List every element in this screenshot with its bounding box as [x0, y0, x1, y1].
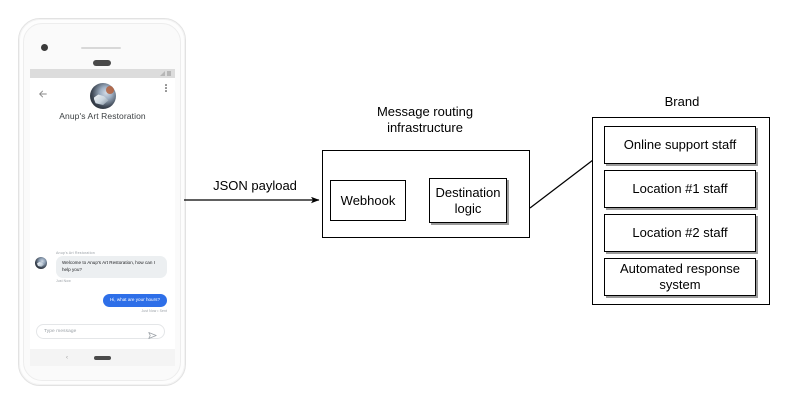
- phone-screen: Anup's Art Restoration Anup's Art Restor…: [30, 69, 175, 349]
- chat-app-bar: Anup's Art Restoration: [30, 78, 175, 134]
- json-payload-label: JSON payload: [213, 178, 297, 193]
- webhook-box[interactable]: Webhook: [330, 180, 406, 221]
- outgoing-message-row: Hi, what are your hours? Just Now • Sent: [30, 288, 175, 313]
- message-composer[interactable]: Type message: [36, 324, 165, 339]
- incoming-avatar: [35, 256, 47, 269]
- brand-item-online-support-staff[interactable]: Online support staff: [604, 126, 756, 164]
- message-thread: Anup's Art Restoration Welcome to Anup's…: [30, 251, 175, 313]
- nav-home-icon[interactable]: [94, 356, 111, 360]
- status-bar: [30, 69, 175, 78]
- front-camera-icon: [41, 44, 48, 51]
- phone-top-line: [81, 47, 121, 49]
- earpiece-speaker: [93, 60, 111, 66]
- brand-avatar: [89, 83, 116, 109]
- chat-title: Anup's Art Restoration: [59, 111, 146, 121]
- overflow-menu-icon[interactable]: [165, 84, 167, 92]
- incoming-message-bubble: Welcome to Anup's Art Restoration, how c…: [56, 256, 167, 278]
- battery-icon: [167, 71, 171, 76]
- infrastructure-title: Message routing infrastructure: [376, 104, 474, 136]
- phone-mockup: Anup's Art Restoration Anup's Art Restor…: [18, 18, 186, 386]
- nav-back-icon[interactable]: ‹: [66, 355, 68, 361]
- brand-item-location-1-staff[interactable]: Location #1 staff: [604, 170, 756, 208]
- brand-item-automated-response-system[interactable]: Automated response system: [604, 258, 756, 296]
- send-icon[interactable]: [148, 327, 157, 339]
- outgoing-timestamp: Just Now • Sent: [141, 309, 167, 313]
- message-input-placeholder[interactable]: Type message: [44, 329, 77, 334]
- incoming-message-row: Anup's Art Restoration Welcome to Anup's…: [30, 251, 175, 283]
- outgoing-message-bubble: Hi, what are your hours?: [102, 293, 167, 307]
- incoming-timestamp: Just Now: [56, 279, 71, 284]
- android-nav-bar: ‹: [30, 349, 175, 366]
- back-arrow-icon[interactable]: [38, 86, 48, 98]
- brand-title: Brand: [664, 94, 700, 109]
- incoming-sender-name: Anup's Art Restoration: [56, 250, 95, 255]
- destination-logic-box[interactable]: Destination logic: [429, 178, 507, 223]
- status-bar-icons: [160, 71, 171, 76]
- signal-icon: [160, 71, 165, 76]
- brand-item-location-2-staff[interactable]: Location #2 staff: [604, 214, 756, 252]
